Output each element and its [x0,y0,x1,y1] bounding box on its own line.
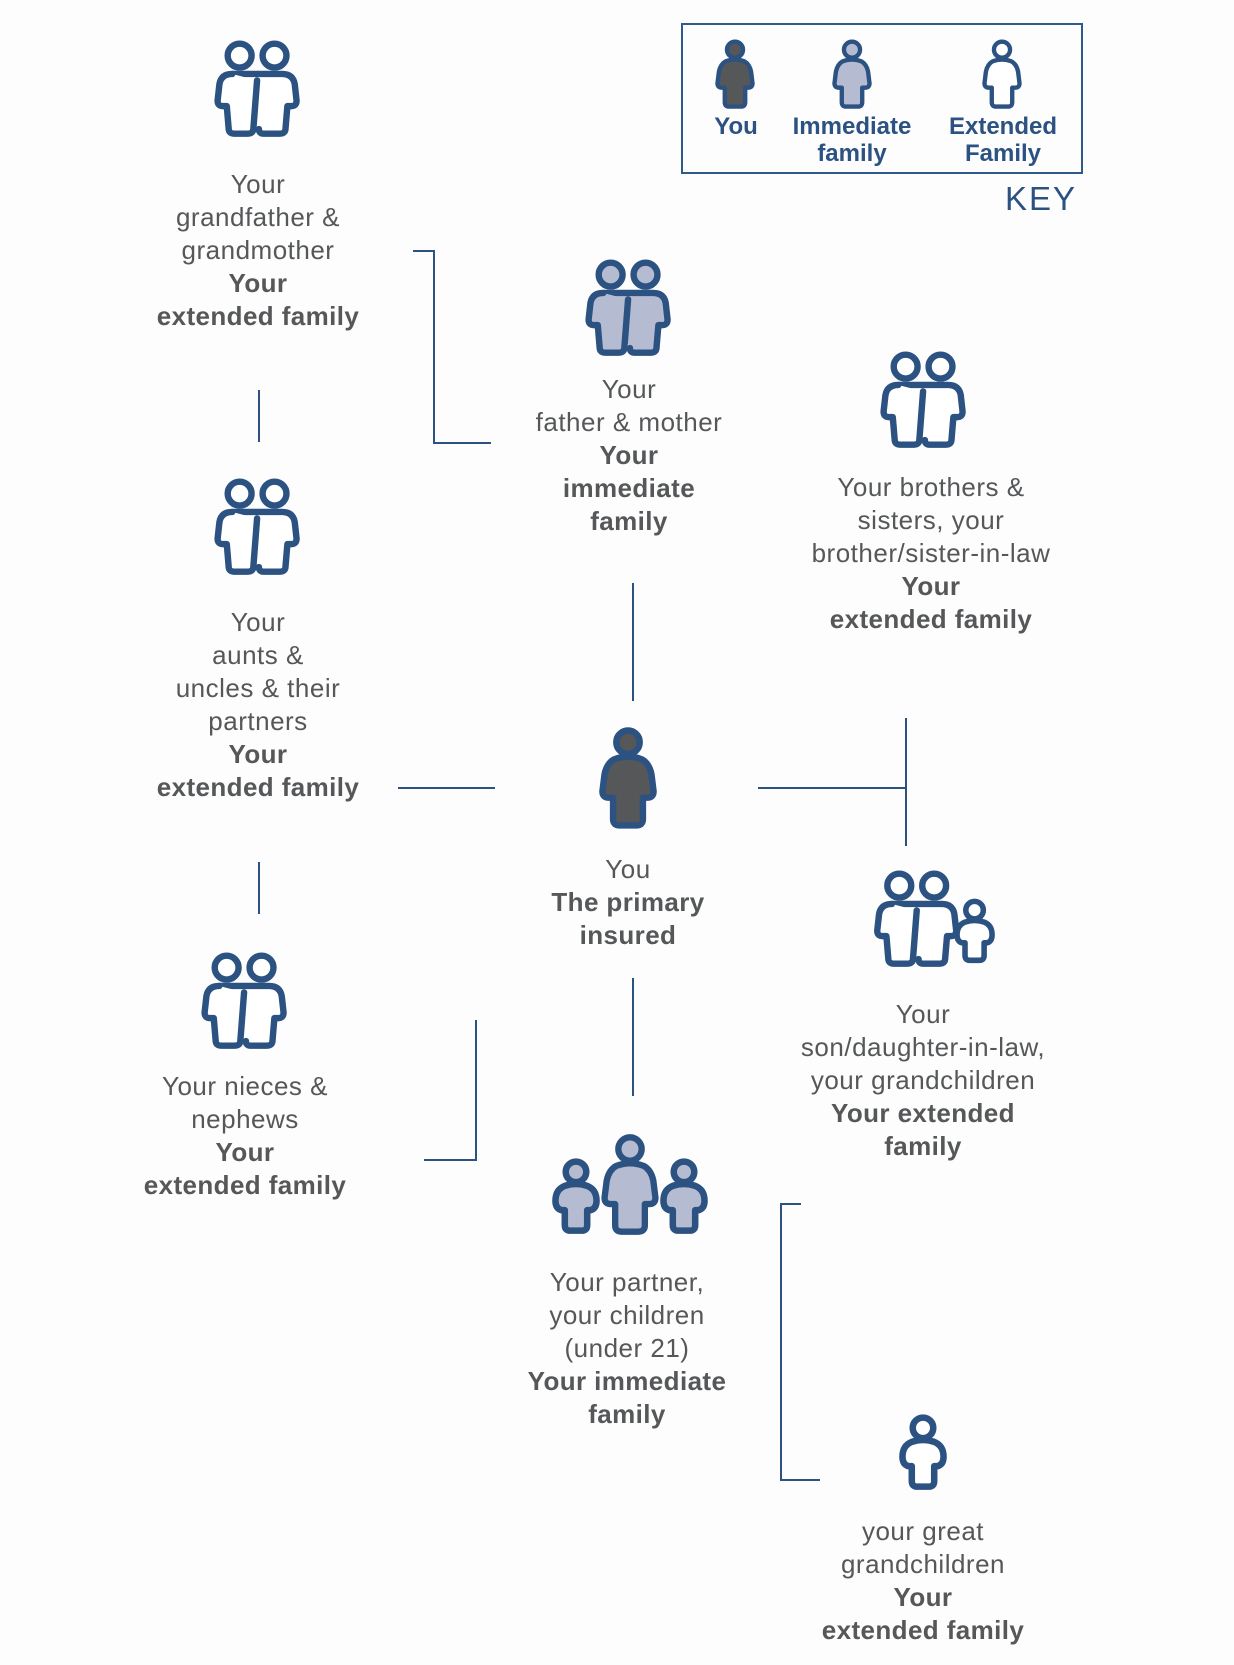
node-category: Your [228,739,288,769]
person-outline-icon [980,38,1024,111]
node-line: grandfather & [175,202,341,232]
node-partner-children: Your partner, your children (under 21) Y… [528,1266,727,1431]
key-label-you: You [714,113,758,140]
key-item-you: You [714,113,758,140]
node-line: grandchildren [840,1549,1006,1579]
connector-aunts-you [398,787,495,789]
node-great-grandchildren: your great grandchildren Your extended f… [822,1515,1025,1647]
connector-greatgrand-bottom [780,1479,820,1481]
node-line: You [605,854,651,884]
connector-nieces-vertical [475,1020,477,1161]
couple-outline-icon [212,40,304,141]
person-light-icon [830,38,874,111]
connector-grandparents-parents [433,442,491,444]
connector-aunts-nieces [258,862,260,914]
node-aunts-uncles: Your aunts & uncles & their partners You… [157,606,360,804]
node-line: Your [601,374,657,404]
node-line: grandmother [181,235,335,265]
node-category: Your [599,440,659,470]
node-category: family [588,1399,666,1429]
couple-filled-icon [583,259,675,360]
node-category: family [884,1131,962,1161]
node-line: (under 21) [564,1333,690,1363]
node-line: your grandchildren [810,1065,1036,1095]
node-category: Your [893,1582,953,1612]
node-category: immediate [562,473,696,503]
couple-outline-icon [212,478,304,579]
key-title: KEY [1005,180,1078,217]
node-siblings: Your brothers & sisters, your brother/si… [812,471,1051,636]
connector-you-right [758,787,907,789]
node-line: Your [230,607,286,637]
node-line: nephews [191,1104,299,1134]
node-parents: Your father & mother Your immediate fami… [536,373,723,538]
node-line: uncles & their [175,673,341,703]
couple-outline-icon [199,952,291,1053]
node-line: Your brothers & [837,472,1025,502]
node-line: Your [895,999,951,1029]
connector-nieces-horizontal [424,1159,477,1161]
key-item-extended: Extended Family [949,113,1057,167]
family-filled-icon [548,1132,713,1242]
connector-grandparents-vertical [433,250,435,444]
node-grandparents: Your grandfather & grandmother Your exte… [157,168,360,333]
node-line: Your partner, [549,1267,705,1297]
key-label-extended-2: Family [964,140,1042,167]
node-line: Your nieces & [162,1071,328,1101]
node-category: Your [228,268,288,298]
person-dark-icon [713,38,757,111]
node-line: partners [208,706,308,736]
key-label-immediate-2: family [817,140,887,167]
node-line: son/daughter-in-law, [800,1032,1046,1062]
node-category: Your immediate [527,1366,727,1396]
connector-grandparents-aunts [258,390,260,442]
node-category: extended family [829,604,1033,634]
connector-parents-you [632,583,634,701]
node-line: your children [549,1300,705,1330]
family-outline-icon [866,870,1006,971]
key-legend [681,23,1083,174]
key-label-extended-1: Extended [948,113,1058,140]
node-inlaws-grandchildren: Your son/daughter-in-law, your grandchil… [801,998,1045,1163]
node-line: father & mother [535,407,723,437]
node-category: Your [901,571,961,601]
node-category: extended family [156,301,360,331]
node-category: extended family [156,772,360,802]
node-category: family [590,506,668,536]
node-category: extended family [143,1170,347,1200]
node-line: sisters, your [857,505,1005,535]
node-category: Your extended [831,1098,1015,1128]
connector-greatgrand-vertical [780,1203,782,1481]
node-line: your great [861,1516,985,1546]
connector-you-children [632,978,634,1096]
node-you: You The primary insured [551,853,704,952]
node-category: insured [579,920,677,950]
node-line: Your [230,169,286,199]
key-label-immediate-1: Immediate [792,113,912,140]
couple-outline-icon [878,351,970,452]
connector-grandparents-top [413,250,435,252]
node-nieces-nephews: Your nieces & nephews Your extended fami… [144,1070,347,1202]
node-category: extended family [821,1615,1025,1645]
node-category: Your [215,1137,275,1167]
node-category: The primary [551,887,705,917]
connector-siblings-inlaws [905,718,907,846]
node-line: brother/sister-in-law [811,538,1051,568]
connector-greatgrand-top [780,1203,801,1205]
person-dark-icon [596,725,660,832]
child-outline-icon [895,1412,951,1496]
key-item-immediate: Immediate family [793,113,912,167]
node-line: aunts & [212,640,304,670]
